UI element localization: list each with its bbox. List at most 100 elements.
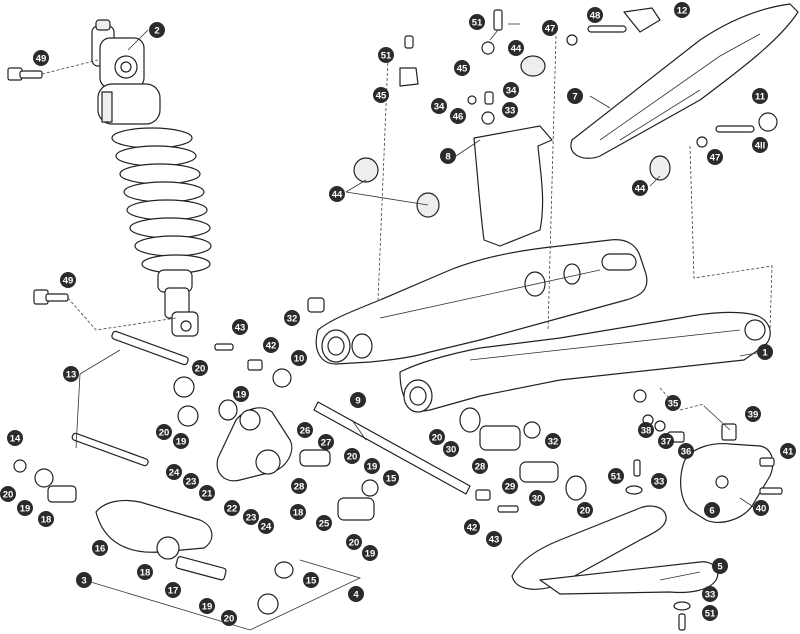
callout-c29: 29	[502, 478, 518, 494]
callout-c10: 10	[291, 350, 307, 366]
svg-text:25: 25	[319, 519, 330, 530]
svg-text:51: 51	[381, 51, 392, 62]
callout-c41: 41	[780, 443, 796, 459]
svg-text:44: 44	[635, 184, 646, 195]
svg-text:18: 18	[41, 515, 52, 526]
callout-c19e: 19	[362, 545, 378, 561]
callout-c7: 7	[567, 88, 583, 104]
chain-guard	[473, 125, 553, 247]
svg-text:24: 24	[261, 522, 272, 533]
callout-c20f: 20	[221, 610, 237, 626]
callout-c47a: 47	[542, 20, 558, 36]
svg-text:13: 13	[66, 370, 77, 381]
callout-c28b: 28	[291, 478, 307, 494]
callout-c19a: 19	[233, 386, 249, 402]
callout-c16: 16	[92, 540, 108, 556]
callout-c33b: 33	[651, 473, 667, 489]
callout-c15b: 15	[303, 572, 319, 588]
chain-slider-lower	[511, 505, 719, 595]
svg-text:17: 17	[168, 586, 179, 597]
callout-c30a: 30	[443, 441, 459, 457]
svg-text:44: 44	[511, 44, 522, 55]
svg-text:51: 51	[472, 18, 483, 29]
callout-c15a: 15	[383, 470, 399, 486]
svg-text:26: 26	[300, 426, 311, 437]
svg-text:23: 23	[186, 477, 197, 488]
callout-c48: 48	[587, 7, 603, 23]
callout-c17: 17	[165, 582, 181, 598]
callout-c35: 35	[665, 395, 681, 411]
callout-c9: 9	[350, 392, 366, 408]
callout-c11: 11	[752, 88, 768, 104]
callout-c32a: 32	[284, 310, 300, 326]
svg-text:43: 43	[235, 323, 246, 334]
svg-text:33: 33	[705, 590, 716, 601]
svg-text:19: 19	[202, 602, 213, 613]
svg-text:34: 34	[506, 86, 517, 97]
callout-c20h: 20	[577, 502, 593, 518]
svg-text:20: 20	[3, 490, 14, 501]
svg-text:20: 20	[195, 364, 206, 375]
callout-c39: 39	[745, 406, 761, 422]
callout-c18b: 18	[290, 504, 306, 520]
svg-text:12: 12	[677, 6, 688, 17]
svg-text:47: 47	[710, 153, 721, 164]
svg-text:16: 16	[95, 544, 106, 555]
svg-text:20: 20	[349, 538, 360, 549]
callout-c32b: 32	[545, 433, 561, 449]
svg-text:11: 11	[755, 92, 766, 103]
svg-text:19: 19	[365, 549, 376, 560]
svg-text:29: 29	[505, 482, 516, 493]
svg-text:24: 24	[169, 468, 180, 479]
callout-c24a: 24	[166, 464, 182, 480]
pivot-shaft	[313, 401, 471, 495]
svg-text:49: 49	[36, 54, 47, 65]
callout-c33c: 33	[702, 586, 718, 602]
svg-text:22: 22	[227, 504, 238, 515]
svg-text:14: 14	[10, 434, 21, 445]
callout-c51a: 51	[469, 14, 485, 30]
callout-c20e: 20	[346, 534, 362, 550]
callout-c19f: 19	[199, 598, 215, 614]
callout-c41l: 4ll	[752, 137, 768, 153]
callout-c42a: 42	[263, 337, 279, 353]
svg-text:40: 40	[756, 504, 767, 515]
svg-text:20: 20	[580, 506, 591, 517]
svg-text:39: 39	[748, 410, 759, 421]
callout-c43b: 43	[486, 531, 502, 547]
svg-text:27: 27	[321, 438, 332, 449]
callout-c44b: 44	[329, 186, 345, 202]
callout-c34a: 34	[503, 82, 519, 98]
svg-text:32: 32	[287, 314, 298, 325]
shock-absorber	[91, 19, 212, 337]
linkage-assembly	[13, 330, 587, 615]
callout-c27: 27	[318, 434, 334, 450]
svg-text:15: 15	[386, 474, 397, 485]
callout-c30b: 30	[529, 490, 545, 506]
bolt-49-lower	[33, 289, 69, 305]
callout-c51c: 51	[608, 468, 624, 484]
callout-c37: 37	[658, 433, 674, 449]
svg-text:19: 19	[236, 390, 247, 401]
svg-text:35: 35	[668, 399, 679, 410]
svg-text:20: 20	[224, 614, 235, 625]
callout-c49a: 49	[33, 50, 49, 66]
callout-c4: 4	[348, 586, 364, 602]
callout-c43a: 43	[232, 319, 248, 335]
svg-text:10: 10	[294, 354, 305, 365]
callout-c26: 26	[297, 422, 313, 438]
callout-c45a: 45	[454, 60, 470, 76]
chain-guide-upper	[570, 3, 799, 159]
callout-c34b: 34	[431, 98, 447, 114]
callout-c28a: 28	[472, 458, 488, 474]
svg-text:3: 3	[81, 576, 86, 587]
callout-c25: 25	[316, 515, 332, 531]
callout-c21: 21	[199, 485, 215, 501]
svg-text:8: 8	[445, 152, 450, 163]
svg-text:33: 33	[505, 106, 516, 117]
svg-text:2: 2	[154, 26, 159, 37]
callout-c36: 36	[678, 443, 694, 459]
callout-c38: 38	[638, 422, 654, 438]
callout-c23a: 23	[183, 473, 199, 489]
